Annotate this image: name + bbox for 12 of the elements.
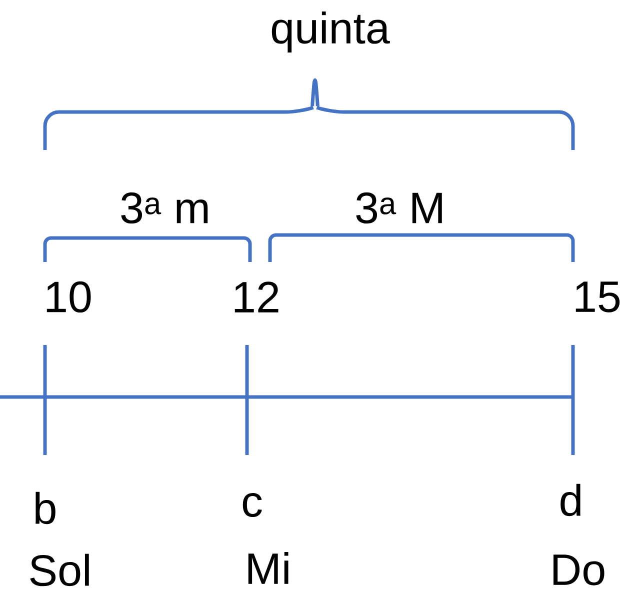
- number-label: 10: [46, 281, 91, 313]
- interval-label: 3$^{a}$ m: [121, 192, 208, 224]
- letter-label: b: [36, 492, 56, 524]
- number-label: 12: [234, 282, 278, 312]
- note-label: Sol: [30, 554, 89, 586]
- interval-label: 3$^{a}$ M: [356, 192, 442, 224]
- letter-label: c: [242, 492, 262, 518]
- number-label: 15: [576, 282, 620, 312]
- note-label: Mi: [248, 552, 288, 584]
- interval-label: quinta: [272, 11, 390, 52]
- letter-label: d: [560, 484, 580, 516]
- note-label: Do: [553, 554, 604, 586]
